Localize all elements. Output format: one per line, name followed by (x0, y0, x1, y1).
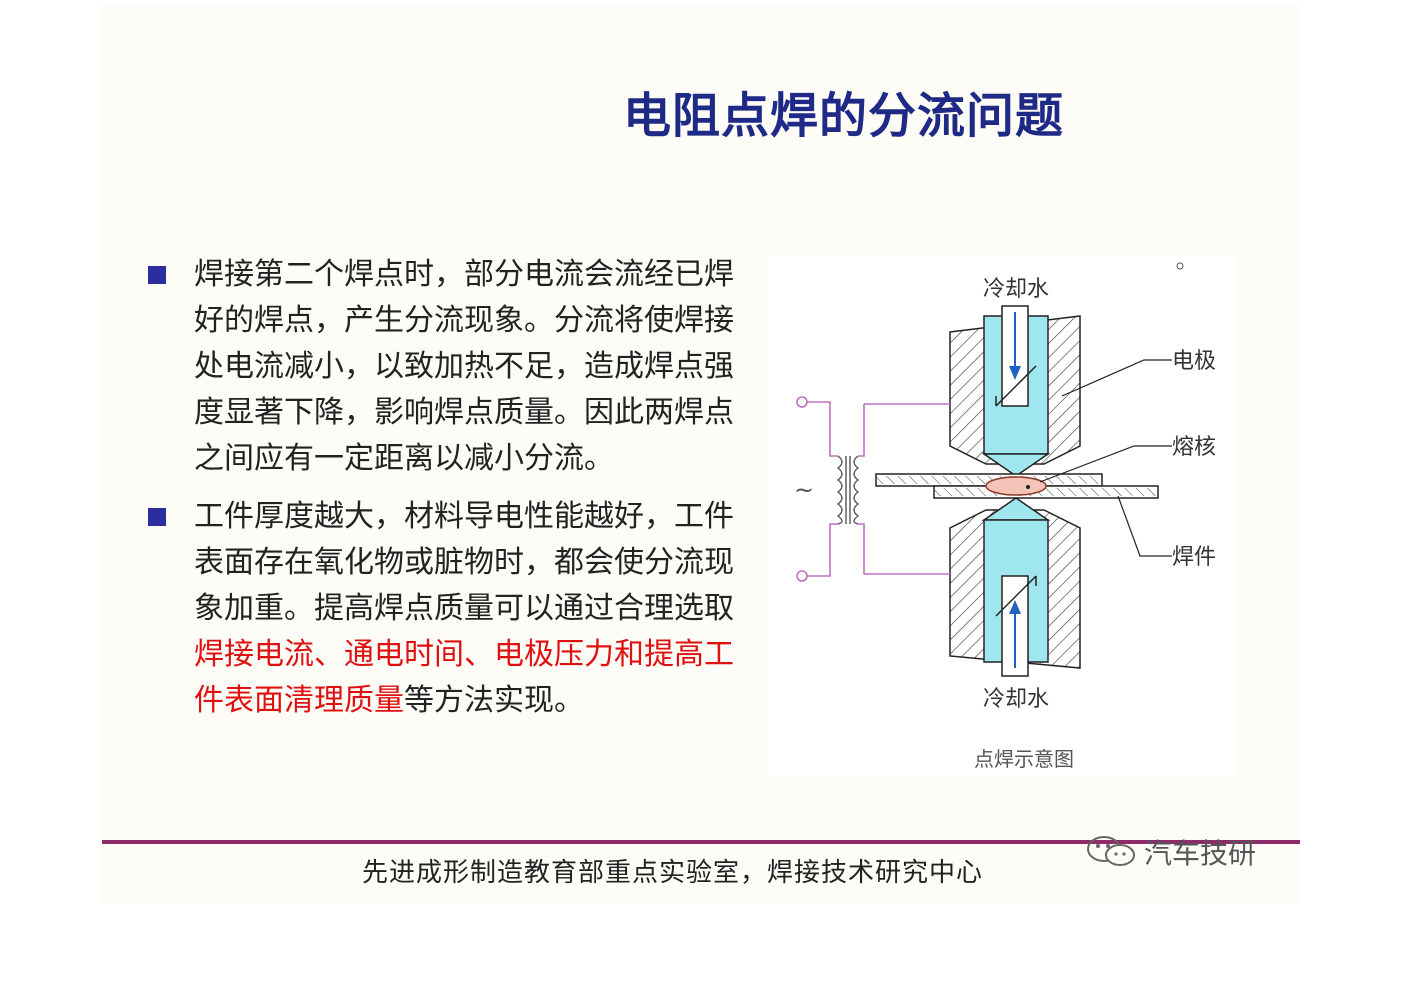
ac-source-symbol: ~ (794, 476, 814, 504)
bullet-2-text-part1: 工件厚度越大，材料导电性能越好，工件表面存在氧化物或脏物时，都会使分流现象加重。… (194, 499, 734, 626)
lower-electrode (949, 497, 1081, 677)
workpiece-label: 焊件 (1172, 545, 1216, 570)
leader-lines (1039, 359, 1172, 557)
electrode-label: 电极 (1172, 349, 1216, 374)
wechat-icon (1087, 836, 1135, 866)
weld-nugget (985, 476, 1047, 496)
footer-text: 先进成形制造教育部重点实验室，焊接技术研究中心 (362, 858, 984, 888)
bullet-2-text-part3: 等方法实现。 (404, 683, 584, 718)
upper-electrode (949, 305, 1081, 477)
power-circuit (796, 396, 950, 582)
small-circle-mark (1176, 262, 1184, 270)
transformer-icon (836, 455, 860, 525)
spot-welding-diagram: 冷却水 (768, 256, 1236, 778)
diagram-svg: 冷却水 (794, 262, 1216, 771)
workpieces (875, 473, 1159, 499)
footer-divider (102, 840, 1300, 844)
top-coolant-label: 冷却水 (983, 277, 1049, 302)
slide-title: 电阻点焊的分流问题 (622, 88, 1064, 144)
nugget-label: 熔核 (1172, 435, 1216, 460)
bullet-item-1: 焊接第二个焊点时，部分电流会流经已焊好的焊点，产生分流现象。分流将使焊接处电流减… (148, 252, 748, 482)
bullet-list: 焊接第二个焊点时，部分电流会流经已焊好的焊点，产生分流现象。分流将使焊接处电流减… (148, 252, 748, 736)
slide: 电阻点焊的分流问题 焊接第二个焊点时，部分电流会流经已焊好的焊点，产生分流现象。… (102, 6, 1300, 904)
watermark: 汽车技研 (1086, 832, 1256, 872)
bullet-square-icon (148, 508, 166, 526)
bottom-coolant-label: 冷却水 (983, 687, 1049, 712)
bullet-item-2: 工件厚度越大，材料导电性能越好，工件表面存在氧化物或脏物时，都会使分流现象加重。… (148, 494, 748, 724)
diagram-caption: 点焊示意图 (974, 747, 1074, 771)
bullet-2-highlight: 焊接电流、通电时间、电极压力和提高工件表面清理质量 (194, 637, 734, 718)
watermark-text: 汽车技研 (1144, 837, 1257, 870)
bullet-square-icon (148, 266, 166, 284)
bullet-1-text: 焊接第二个焊点时，部分电流会流经已焊好的焊点，产生分流现象。分流将使焊接处电流减… (194, 257, 734, 476)
